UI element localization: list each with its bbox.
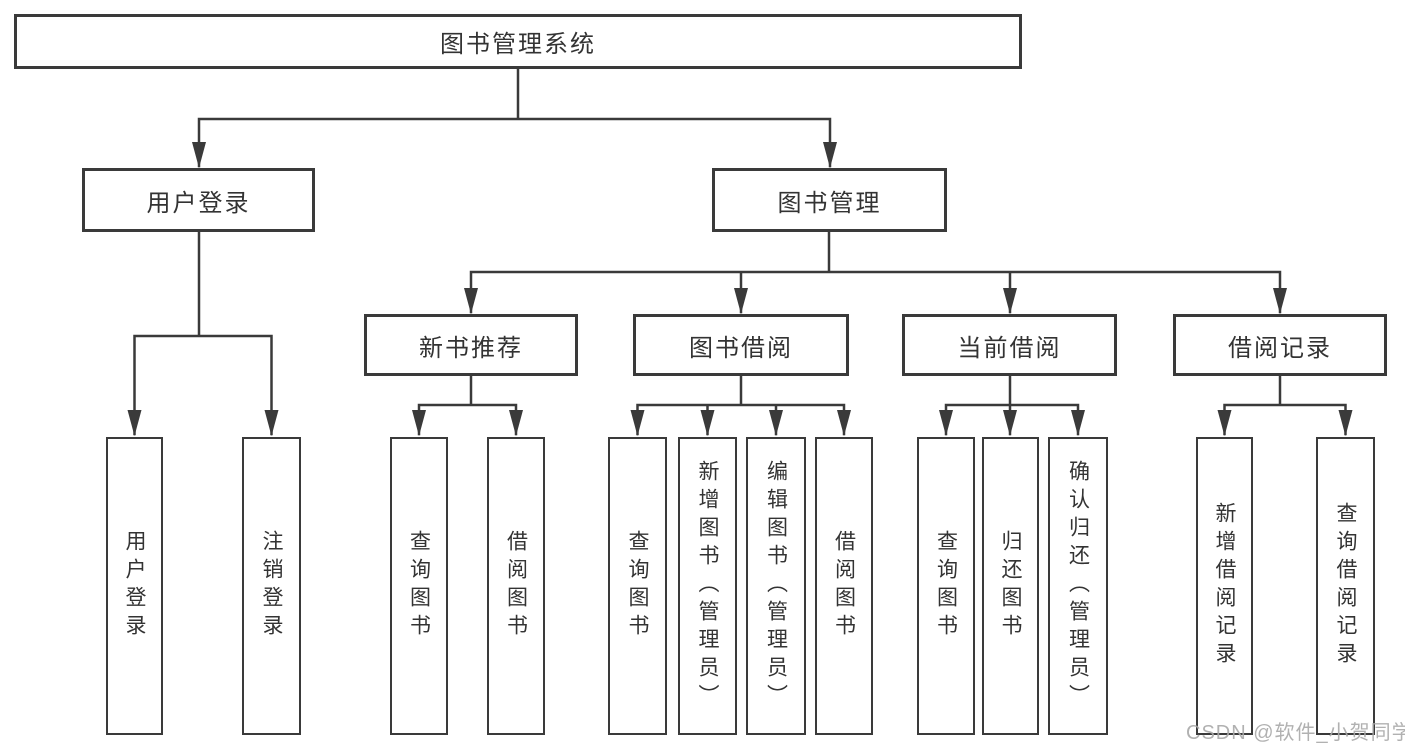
node-current-borrowing: 当前借阅 xyxy=(902,314,1117,376)
leaf-label: 借阅图书 xyxy=(504,530,528,642)
leaf-label: 编辑图书（管理员） xyxy=(764,460,788,712)
leaf-label: 注销登录 xyxy=(260,530,283,642)
leaf-return-books: 归还图书 xyxy=(982,437,1039,735)
leaf-add-borrow-record: 新增借阅记录 xyxy=(1196,437,1253,735)
leaf-query-books: 查询图书 xyxy=(608,437,667,735)
leaf-query-borrow-record: 查询借阅记录 xyxy=(1316,437,1375,735)
leaf-query-books: 查询图书 xyxy=(390,437,448,735)
connector-new-book-recommendation-to-leaves xyxy=(412,374,523,436)
leaf-label: 新增图书（管理员） xyxy=(696,460,719,712)
leaf-label: 新增借阅记录 xyxy=(1213,502,1236,670)
leaf-label: 归还图书 xyxy=(999,530,1022,642)
connector-user-login-to-leaves xyxy=(127,230,279,436)
csdn-watermark: CSDN @软件_小贺同学 xyxy=(1186,722,1405,744)
leaf-label: 借阅图书 xyxy=(832,530,856,642)
leaf-label: 用户登录 xyxy=(123,530,146,642)
connector-book-management-to-level3 xyxy=(464,230,1287,314)
leaf-confirm-return-admin: 确认归还（管理员） xyxy=(1048,437,1108,735)
leaf-add-book-admin: 新增图书（管理员） xyxy=(678,437,737,735)
leaf-logout: 注销登录 xyxy=(242,437,301,735)
node-borrowing-records: 借阅记录 xyxy=(1173,314,1387,376)
node-book-borrowing: 图书借阅 xyxy=(633,314,849,376)
connector-borrowing-records-to-leaves xyxy=(1217,374,1353,436)
connector-current-borrowing-to-leaves xyxy=(939,374,1085,436)
leaf-label: 查询图书 xyxy=(934,530,958,642)
connector-book-borrowing-to-leaves xyxy=(630,374,851,436)
leaf-label: 查询借阅记录 xyxy=(1334,502,1357,670)
node-library-management-system: 图书管理系统 xyxy=(14,14,1022,69)
leaf-label: 查询图书 xyxy=(407,530,431,642)
leaf-label: 确认归还（管理员） xyxy=(1066,460,1090,712)
leaf-query-books: 查询图书 xyxy=(917,437,975,735)
leaf-user-login: 用户登录 xyxy=(106,437,163,735)
leaf-borrow-books: 借阅图书 xyxy=(815,437,873,735)
node-user-login: 用户登录 xyxy=(82,168,315,232)
connector-root-to-level2 xyxy=(192,67,837,168)
leaf-label: 查询图书 xyxy=(626,530,649,642)
node-new-book-recommendation: 新书推荐 xyxy=(364,314,578,376)
leaf-edit-book-admin: 编辑图书（管理员） xyxy=(746,437,806,735)
leaf-borrow-books: 借阅图书 xyxy=(487,437,545,735)
node-book-management: 图书管理 xyxy=(712,168,947,232)
